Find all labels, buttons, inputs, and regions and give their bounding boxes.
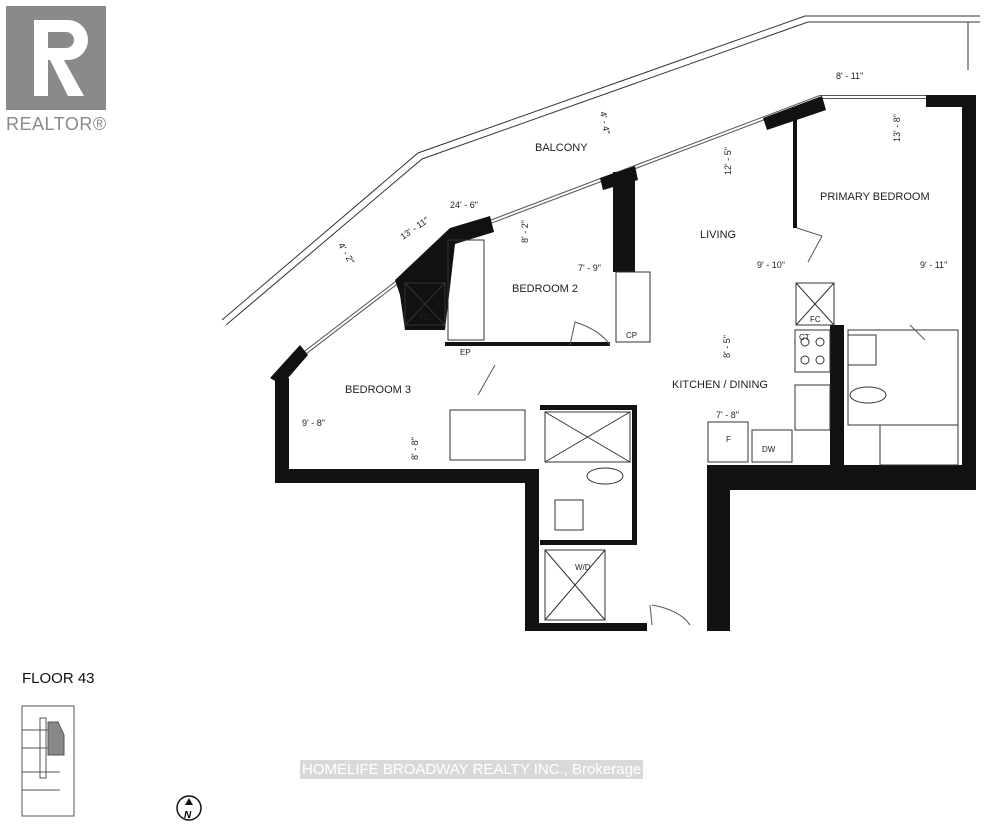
realtor-r-icon [34, 20, 88, 96]
realtor-logo: REALTOR® [6, 6, 106, 135]
room-label-balcony: BALCONY [535, 142, 588, 154]
dim-living-depth: 12' - 5" [723, 147, 733, 175]
fixture-ep: EP [460, 348, 471, 357]
north-arrow-icon: N [176, 795, 202, 821]
dim-bed2-depth: 8' - 2" [520, 220, 530, 243]
room-label-living: LIVING [700, 229, 736, 241]
brokerage-watermark: HOMELIFE BROADWAY REALTY INC., Brokerage [300, 760, 644, 779]
dim-kitchen-depth: 8' - 5" [722, 335, 732, 358]
dim-primary-depth: 13' - 8" [892, 114, 902, 142]
room-label-bedroom-3: BEDROOM 3 [345, 384, 411, 396]
dim-living-width: 9' - 10" [757, 260, 785, 270]
fixtures [404, 239, 959, 621]
realtor-logo-mark [6, 6, 106, 110]
dim-balcony-w1: 13' - 11" [398, 215, 430, 242]
room-label-bedroom-2: BEDROOM 2 [512, 283, 578, 295]
room-label-kitchen-dining: KITCHEN / DINING [672, 379, 768, 391]
dim-primary-top: 8' - 11" [836, 71, 863, 81]
fixture-fc-1: FC [419, 313, 430, 322]
dim-balcony-depth-right: 4' - 4" [598, 111, 612, 135]
balcony-railing [221, 15, 980, 326]
dim-balcony-depth-left: 4' - 2" [336, 241, 356, 266]
floor-label: FLOOR 43 [22, 670, 95, 687]
dim-bed3-width: 9' - 8" [302, 418, 325, 428]
fixture-washer-dryer: W/D [575, 563, 591, 572]
dim-kitchen-width: 7' - 8" [716, 410, 739, 420]
dim-bed2-width: 7' - 9" [578, 263, 601, 273]
key-plan [21, 705, 75, 817]
dim-bed3-depth: 8' - 8" [410, 437, 420, 460]
fixture-fc-2: FC [810, 315, 821, 324]
fixture-fridge: F [726, 435, 731, 444]
fixture-cp: CP [626, 331, 637, 340]
fixture-dishwasher: DW [762, 445, 776, 454]
fixture-ct: CT [799, 333, 810, 342]
north-arrow-letter: N [184, 810, 192, 821]
room-label-primary-bedroom: PRIMARY BEDROOM [820, 191, 930, 203]
realtor-logo-text: REALTOR® [6, 114, 107, 134]
dim-balcony-w2: 24' - 6" [450, 200, 478, 210]
doors[interactable] [477, 227, 926, 626]
dim-primary-width: 9' - 11" [920, 260, 947, 270]
walls [275, 95, 976, 631]
